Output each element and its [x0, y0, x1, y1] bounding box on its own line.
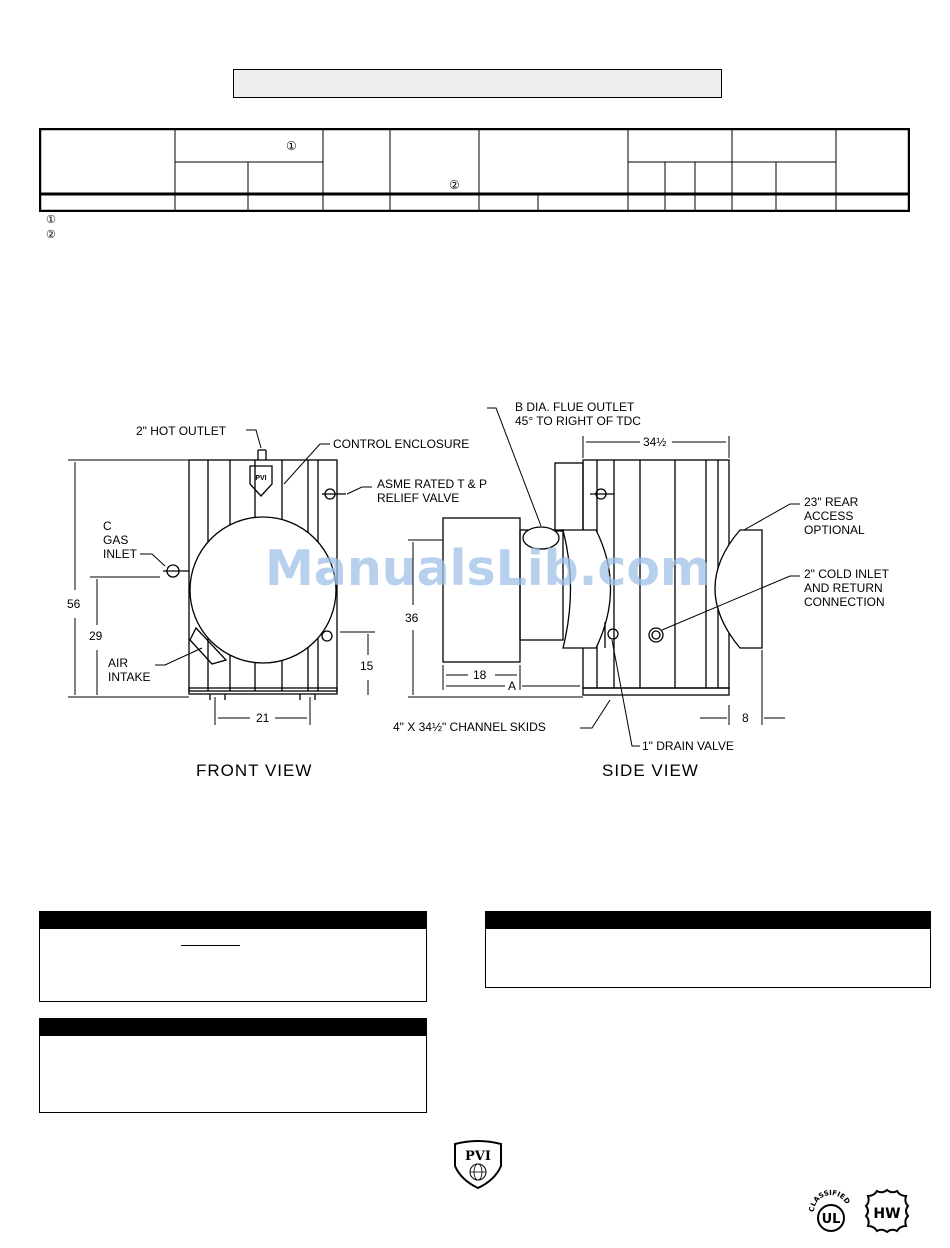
- label-flue-outlet-2: 45° TO RIGHT OF TDC: [515, 414, 641, 428]
- side-view: [442, 459, 763, 696]
- drawing-svg: PVI: [67, 400, 890, 780]
- table-marker-1: ①: [286, 139, 297, 153]
- pvi-logo: PVI: [453, 1140, 503, 1190]
- label-dim-34-5: 34½: [643, 435, 666, 449]
- label-control-enclosure: CONTROL ENCLOSURE: [333, 437, 469, 451]
- label-hot-outlet: 2" HOT OUTLET: [136, 424, 227, 438]
- label-rear-access-2: ACCESS: [804, 509, 853, 523]
- label-cold-inlet-2: AND RETURN: [804, 581, 883, 595]
- info-panel-3-header: [486, 912, 930, 929]
- label-air-intake-1: AIR: [108, 656, 128, 670]
- label-dim-A: A: [508, 679, 516, 693]
- label-dim-36: 36: [405, 611, 419, 625]
- label-flue-outlet-1: B DIA. FLUE OUTLET: [515, 400, 635, 414]
- label-dim-8: 8: [742, 711, 749, 725]
- label-drain-valve: 1" DRAIN VALVE: [642, 739, 734, 753]
- front-view: [163, 449, 346, 700]
- front-logo: PVI: [255, 475, 266, 482]
- label-rear-access-1: 23" REAR: [804, 495, 859, 509]
- pvi-logo-text: PVI: [465, 1149, 491, 1164]
- technical-drawing: PVI: [0, 380, 950, 800]
- label-dim-29: 29: [89, 629, 103, 643]
- info-panel-2: [39, 1018, 427, 1113]
- label-gas-inlet-2: GAS: [103, 533, 128, 547]
- ul-text: UL: [822, 1212, 841, 1227]
- table-marker-2: ②: [449, 178, 460, 192]
- label-side-view: SIDE VIEW: [602, 761, 699, 780]
- side-dimensions: [408, 407, 800, 747]
- info-panel-3: [485, 911, 931, 988]
- label-dim-56: 56: [67, 597, 81, 611]
- info-panel-1-header: [40, 912, 426, 929]
- spec-table-grid: ① ②: [39, 128, 910, 212]
- label-rear-access-3: OPTIONAL: [804, 523, 865, 537]
- label-cold-inlet-1: 2" COLD INLET: [804, 567, 890, 581]
- ul-classified-logo: CLASSIFIED UL: [806, 1186, 856, 1236]
- svg-text:PVI: PVI: [255, 475, 266, 482]
- drawing-labels: 2" HOT OUTLET CONTROL ENCLOSURE ASME RAT…: [67, 400, 890, 780]
- spec-table: ① ②: [39, 128, 910, 212]
- label-relief-valve-2: RELIEF VALVE: [377, 491, 459, 505]
- label-air-intake-2: INTAKE: [108, 670, 150, 684]
- info-panel-1: [39, 911, 427, 1002]
- label-dim-21: 21: [256, 711, 270, 725]
- label-dim-18: 18: [473, 668, 487, 682]
- info-panel-1-rule: [181, 945, 240, 946]
- footnote-2: ②: [46, 229, 56, 241]
- footnote-1: ①: [46, 214, 56, 226]
- label-channel-skids: 4" X 34½" CHANNEL SKIDS: [393, 720, 546, 734]
- label-dim-15: 15: [360, 659, 374, 673]
- title-bar: [233, 69, 722, 98]
- label-relief-valve-1: ASME RATED T & P: [377, 477, 487, 491]
- hw-text: HW: [873, 1206, 900, 1222]
- front-dimensions: [68, 429, 375, 725]
- label-front-view: FRONT VIEW: [196, 761, 312, 780]
- hw-logo: HW: [862, 1186, 912, 1236]
- label-gas-inlet-1: C: [103, 519, 112, 533]
- watermark: ManualsLib.com: [265, 540, 712, 597]
- info-panel-2-header: [40, 1019, 426, 1036]
- label-cold-inlet-3: CONNECTION: [804, 595, 885, 609]
- label-gas-inlet-3: INLET: [103, 547, 138, 561]
